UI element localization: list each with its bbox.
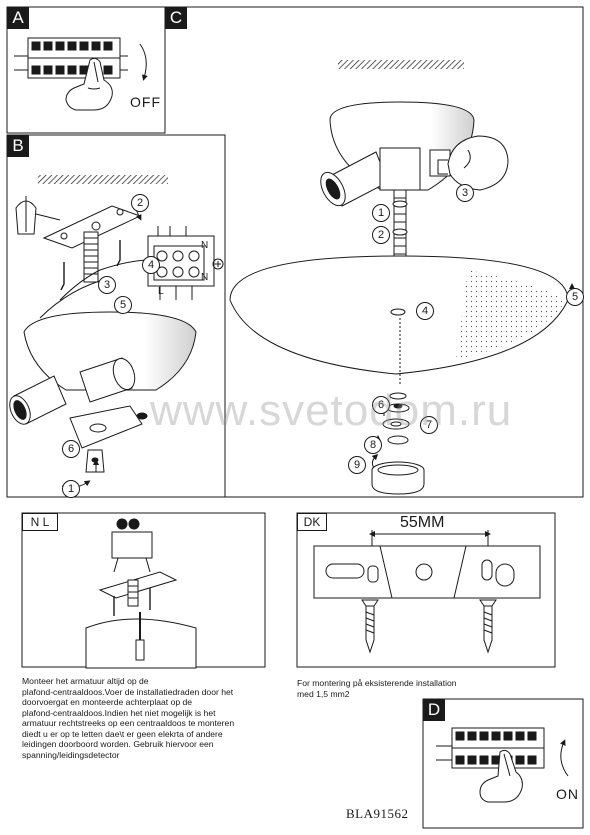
callout-c-3: 3 bbox=[456, 184, 474, 202]
panel-c-label: C bbox=[165, 7, 187, 29]
dk-instructions: For montering på eksisterende installati… bbox=[297, 678, 457, 699]
callout-c-4: 4 bbox=[416, 302, 434, 320]
nl-line: diedt u er op te letten dae\t er geen el… bbox=[22, 728, 223, 739]
nl-line: leidingen doorboord worden. Gebruik hier… bbox=[22, 739, 214, 749]
nl-instructions: Monteer het armatuur altijd op de plafon… bbox=[22, 676, 234, 760]
callout-b-3: 3 bbox=[98, 276, 116, 294]
panel-a-off-label: OFF bbox=[130, 94, 161, 110]
terminal-label-n1: N bbox=[201, 240, 209, 251]
panel-dk-frame bbox=[296, 512, 556, 668]
callout-b-6: 6 bbox=[62, 440, 80, 458]
nl-line: plafond-centraaldoos.Voer de installatie… bbox=[22, 686, 234, 697]
panel-d-breaker-on bbox=[436, 727, 569, 803]
callout-c-6: 6 bbox=[372, 396, 390, 414]
callout-c-1: 1 bbox=[372, 204, 390, 222]
callout-c-2: 2 bbox=[372, 226, 390, 244]
dk-screw-left bbox=[361, 599, 379, 654]
callout-b-1: 1 bbox=[62, 480, 80, 498]
panel-b-wiring bbox=[9, 175, 224, 488]
dk-line: med 1,5 mm2 bbox=[297, 688, 350, 699]
panel-d-frame bbox=[422, 698, 584, 829]
callout-b-2: 2 bbox=[131, 194, 149, 212]
terminal-label-l: L bbox=[158, 286, 164, 297]
panel-frames bbox=[6, 6, 584, 829]
panel-b-label: B bbox=[7, 135, 29, 157]
nl-line: Monteer het armatuur altijd op de bbox=[22, 676, 149, 686]
nl-line: armatuur rechtstreeks op een centraaldoo… bbox=[22, 718, 235, 728]
ceiling-hatch-b bbox=[38, 175, 168, 184]
nl-line: spanning/leidingsdetector bbox=[22, 749, 120, 760]
panel-d-on-label: ON bbox=[556, 786, 579, 802]
callout-b-4: 4 bbox=[142, 256, 160, 274]
panel-c-assembly bbox=[229, 60, 575, 495]
nl-drawing bbox=[85, 518, 197, 669]
ceiling-hatch-c bbox=[338, 60, 464, 69]
dk-screw-right bbox=[479, 599, 497, 654]
nl-tag: N L bbox=[22, 513, 58, 531]
callout-b-5: 5 bbox=[114, 296, 132, 314]
panel-a-label: A bbox=[7, 7, 29, 29]
model-code: BLA91562 bbox=[346, 806, 409, 821]
panel-d-label: D bbox=[423, 699, 445, 721]
callout-c-8: 8 bbox=[364, 436, 382, 454]
callout-c-7: 7 bbox=[420, 416, 438, 434]
panel-a-frame bbox=[6, 6, 166, 134]
panel-c-frame bbox=[165, 6, 584, 498]
watermark: www.svetodom.ru bbox=[150, 386, 513, 435]
dk-drawing bbox=[313, 530, 541, 654]
nl-line: doorvoergat en monteerde achterplaat op … bbox=[22, 697, 193, 707]
dk-dimension: 55MM bbox=[400, 514, 445, 531]
panel-a-breaker-off bbox=[14, 37, 148, 111]
dk-line: For montering på eksisterende installati… bbox=[297, 678, 457, 688]
callout-c-9: 9 bbox=[348, 456, 366, 474]
nl-line: plafond-centraaldoos.Indien het niet mog… bbox=[22, 707, 216, 718]
dk-tag: DK bbox=[297, 513, 327, 531]
terminal-label-n2: N bbox=[201, 272, 209, 283]
callout-c-5: 5 bbox=[566, 288, 584, 306]
